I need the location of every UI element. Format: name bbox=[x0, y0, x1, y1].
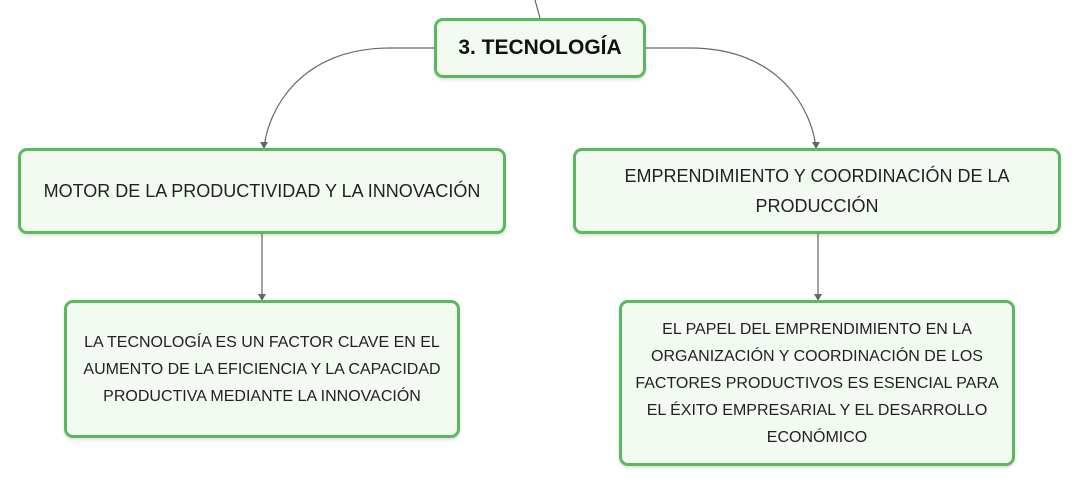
root-topic-label: 3. TECNOLOGÍA bbox=[458, 36, 622, 59]
connector-root-to-left bbox=[263, 47, 434, 149]
branch-topic-label: EMPRENDIMIENTO Y COORDINACIÓN DE LA PROD… bbox=[624, 166, 1010, 216]
connector-root-to-right bbox=[646, 47, 817, 149]
arrowhead-left-child bbox=[258, 294, 266, 301]
branch-topic-label: MOTOR DE LA PRODUCTIVIDAD Y LA INNOVACIÓ… bbox=[43, 181, 481, 201]
subtopic-label: LA TECNOLOGÍA ES UN FACTOR CLAVE EN EL A… bbox=[83, 333, 441, 405]
subtopic-emprendimiento-desarrollo[interactable]: EL PAPEL DEL EMPRENDIMIENTO EN LA ORGANI… bbox=[619, 300, 1015, 466]
root-topic[interactable]: 3. TECNOLOGÍA bbox=[434, 18, 646, 78]
branch-topic-productividad[interactable]: MOTOR DE LA PRODUCTIVIDAD Y LA INNOVACIÓ… bbox=[18, 148, 506, 234]
subtopic-tecnologia-eficiencia[interactable]: LA TECNOLOGÍA ES UN FACTOR CLAVE EN EL A… bbox=[64, 300, 460, 438]
branch-topic-emprendimiento[interactable]: EMPRENDIMIENTO Y COORDINACIÓN DE LA PROD… bbox=[573, 148, 1061, 234]
connector-parent-to-root bbox=[534, 0, 541, 19]
arrowhead-right-child bbox=[814, 294, 822, 301]
arrowhead-left bbox=[260, 142, 268, 149]
arrowhead-right bbox=[812, 142, 820, 149]
subtopic-label: EL PAPEL DEL EMPRENDIMIENTO EN LA ORGANI… bbox=[635, 320, 999, 446]
